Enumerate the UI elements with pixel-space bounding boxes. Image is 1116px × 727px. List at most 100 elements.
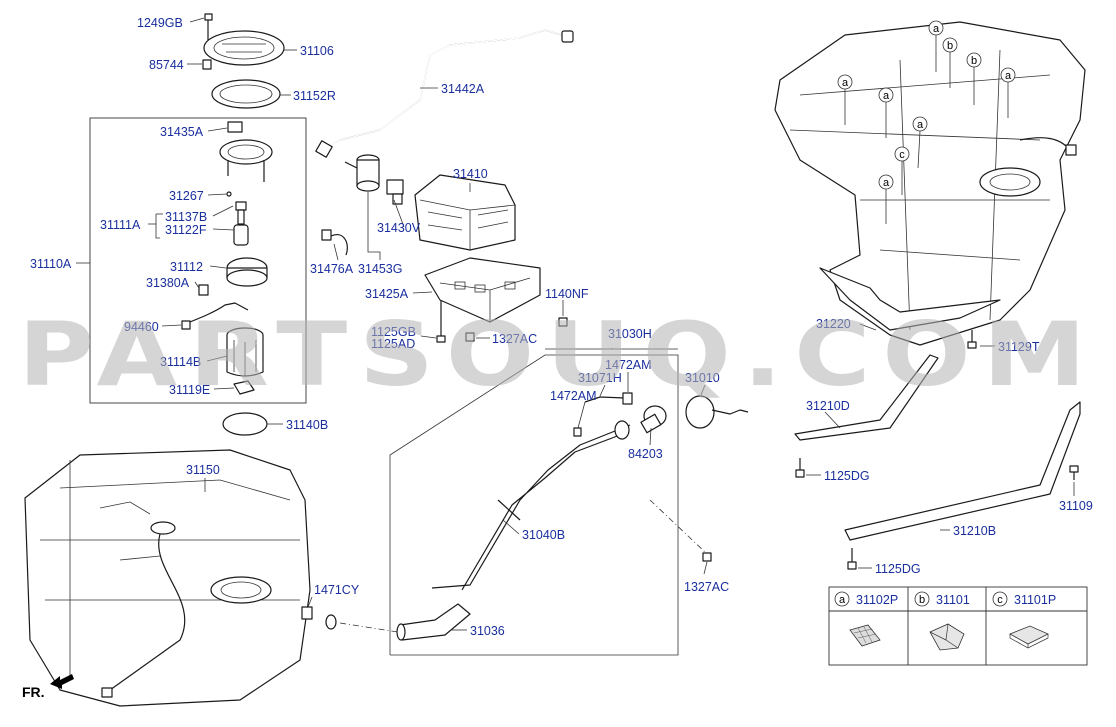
- nut-85744: [202, 59, 212, 70]
- label-31380A: 31380A: [146, 276, 190, 290]
- label-31122F: 31122F: [165, 223, 207, 237]
- label-94460: 94460: [124, 320, 159, 334]
- label-1471CY: 1471CY: [314, 583, 360, 597]
- bracket-31425A: [424, 257, 541, 323]
- label-31425A: 31425A: [365, 287, 409, 301]
- label-31119E: 31119E: [169, 383, 210, 397]
- front-direction-indicator: FR.: [22, 674, 74, 700]
- valve-31430V: [386, 179, 404, 205]
- label-31114B: 31114B: [160, 355, 201, 369]
- legend-item-a: a 31102P: [834, 591, 898, 647]
- label-31267: 31267: [169, 189, 204, 203]
- bolt-1125GB: [436, 300, 446, 343]
- label-31140B: 31140B: [286, 418, 328, 432]
- label-1125AD: 1125AD: [371, 337, 415, 351]
- label-31137B: 31137B: [165, 210, 207, 224]
- label-31476A: 31476A: [310, 262, 354, 276]
- canister-31410: [414, 174, 516, 251]
- label-31111A: 31111A: [100, 218, 141, 232]
- part-labels: 1249GB 31106 85744 31152R 31435A 31267 3…: [30, 16, 1093, 638]
- svg-text:a: a: [883, 177, 890, 189]
- label-31453G: 31453G: [358, 262, 402, 276]
- reservoir-31112: [198, 257, 268, 296]
- filter-31453G: [344, 154, 380, 192]
- svg-text:b: b: [919, 594, 925, 606]
- watermark: PARTSOUQ.COM: [18, 303, 1098, 406]
- label-31010: 31010: [685, 371, 720, 385]
- callout-b-1: b: [942, 37, 958, 88]
- label-1327AC-top: 1327AC: [492, 332, 537, 346]
- label-31220: 31220: [816, 317, 851, 331]
- bolt-1140NF: [558, 317, 568, 327]
- sensor-31476A: [321, 229, 348, 256]
- callout-a-6: a: [878, 174, 894, 224]
- label-1472AM-a: 1472AM: [605, 358, 652, 372]
- dash-link-grommet: [339, 622, 399, 633]
- label-31435A: 31435A: [160, 125, 204, 139]
- label-31410: 31410: [453, 167, 488, 181]
- front-label: FR.: [22, 684, 45, 700]
- hose-31036: [396, 603, 471, 641]
- cover-plate-31106: [203, 30, 285, 66]
- filter-31114B: [226, 327, 264, 377]
- gasket-31140B: [222, 412, 268, 436]
- grommet-1471CY: [301, 606, 337, 630]
- svg-text:a: a: [1005, 70, 1012, 82]
- svg-text:a: a: [839, 594, 846, 606]
- label-1249GB: 1249GB: [137, 16, 183, 30]
- legend-item-b: b 31101: [914, 591, 970, 651]
- label-31110A: 31110A: [30, 257, 72, 271]
- strap-31210D: [794, 354, 939, 441]
- svg-text:a: a: [933, 23, 940, 35]
- pump-31111A: [233, 201, 249, 246]
- fuel-door-31010: [685, 395, 749, 429]
- label-31106: 31106: [300, 44, 334, 58]
- cap-84203: [640, 405, 667, 434]
- svg-text:b: b: [947, 40, 953, 52]
- bolt-1125DG-a: [795, 458, 805, 478]
- nut-1327AC-top: [465, 332, 475, 342]
- svg-text:c: c: [899, 149, 905, 161]
- label-31036: 31036: [470, 624, 505, 638]
- legend-table: a 31102P b 31101 c 31101P: [828, 586, 1088, 666]
- nut-1327AC-low: [702, 552, 712, 562]
- label-84203: 84203: [628, 447, 663, 461]
- label-1140NF: 1140NF: [545, 287, 589, 301]
- bolt-1125DG-b: [847, 548, 857, 570]
- label-1125DG-a: 1125DG: [824, 469, 870, 483]
- callout-a-1: a: [928, 20, 944, 72]
- callout-a-4: a: [878, 87, 894, 138]
- svg-text:a: a: [883, 90, 890, 102]
- pad-31102P-icon: [849, 624, 881, 647]
- callout-c-1: c: [894, 146, 910, 195]
- strap-31210B: [844, 401, 1081, 541]
- label-31150: 31150: [186, 463, 220, 477]
- svg-text:b: b: [971, 55, 977, 67]
- callout-a-5: a: [912, 116, 928, 169]
- svg-text:a: a: [842, 77, 849, 89]
- label-31109: 31109: [1059, 499, 1093, 513]
- front-arrow-icon: [50, 674, 74, 689]
- connector-31435A: [227, 121, 243, 133]
- label-1125GB: 1125GB: [371, 325, 416, 339]
- label-31071H: 31071H: [578, 371, 622, 385]
- ring-31152R: [211, 79, 281, 109]
- filler-assembly-frame: [389, 354, 679, 656]
- tank-right-assembly: [774, 21, 1086, 346]
- svg-text:c: c: [997, 594, 1003, 606]
- wire-94460: [181, 302, 249, 330]
- pad-31101-icon: [929, 623, 965, 651]
- vapor-hose-31442A: [315, 29, 574, 158]
- label-1472AM-b: 1472AM: [550, 389, 597, 403]
- flange-31267-area: [219, 139, 273, 197]
- bracket-31119E: [233, 380, 255, 395]
- leader-lines: [76, 17, 1075, 631]
- svg-text:31102P: 31102P: [856, 593, 898, 607]
- label-1125DG-b: 1125DG: [875, 562, 921, 576]
- label-31129T: 31129T: [998, 340, 1040, 354]
- label-31040B: 31040B: [522, 528, 565, 542]
- label-31210B: 31210B: [953, 524, 996, 538]
- svg-text:31101: 31101: [936, 593, 970, 607]
- bolt-1249GB: [204, 13, 213, 40]
